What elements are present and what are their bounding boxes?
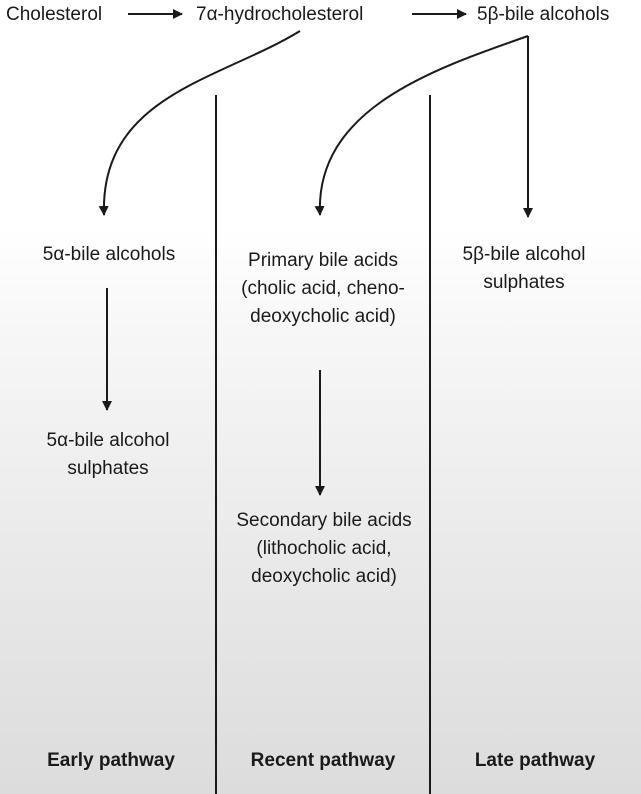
node-5beta-sulphates-line1: 5β-bile alcohol bbox=[462, 244, 586, 265]
node-primary-bile-acids-line3: deoxycholic acid) bbox=[250, 306, 396, 327]
node-7alpha-hydrocholesterol: 7α-hydrocholesterol bbox=[196, 4, 364, 25]
node-5alpha-sulphates-line1: 5α-bile alcohol bbox=[46, 430, 170, 451]
node-5alpha-bile-alcohols: 5α-bile alcohols bbox=[42, 244, 176, 265]
node-primary-bile-acids-line2: (cholic acid, cheno- bbox=[241, 278, 405, 299]
node-5beta-sulphates-line2: sulphates bbox=[483, 272, 565, 293]
node-secondary-bile-acids-line1: Secondary bile acids bbox=[236, 510, 412, 531]
node-5alpha-sulphates-line2: sulphates bbox=[67, 458, 149, 479]
node-5beta-bile-alcohols: 5β-bile alcohols bbox=[477, 4, 610, 25]
footer-early-pathway: Early pathway bbox=[47, 750, 175, 771]
footer-recent-pathway: Recent pathway bbox=[250, 750, 396, 771]
footer-late-pathway: Late pathway bbox=[474, 750, 596, 771]
node-secondary-bile-acids-line3: deoxycholic acid) bbox=[251, 566, 397, 587]
arrow-beta-to-primary-acids bbox=[314, 35, 529, 216]
arrow-hydroxy-to-alpha-alcohols bbox=[98, 30, 301, 216]
node-secondary-bile-acids-line2: (lithocholic acid, bbox=[256, 538, 392, 559]
node-primary-bile-acids-line1: Primary bile acids bbox=[248, 250, 398, 271]
node-cholesterol: Cholesterol bbox=[6, 4, 103, 25]
